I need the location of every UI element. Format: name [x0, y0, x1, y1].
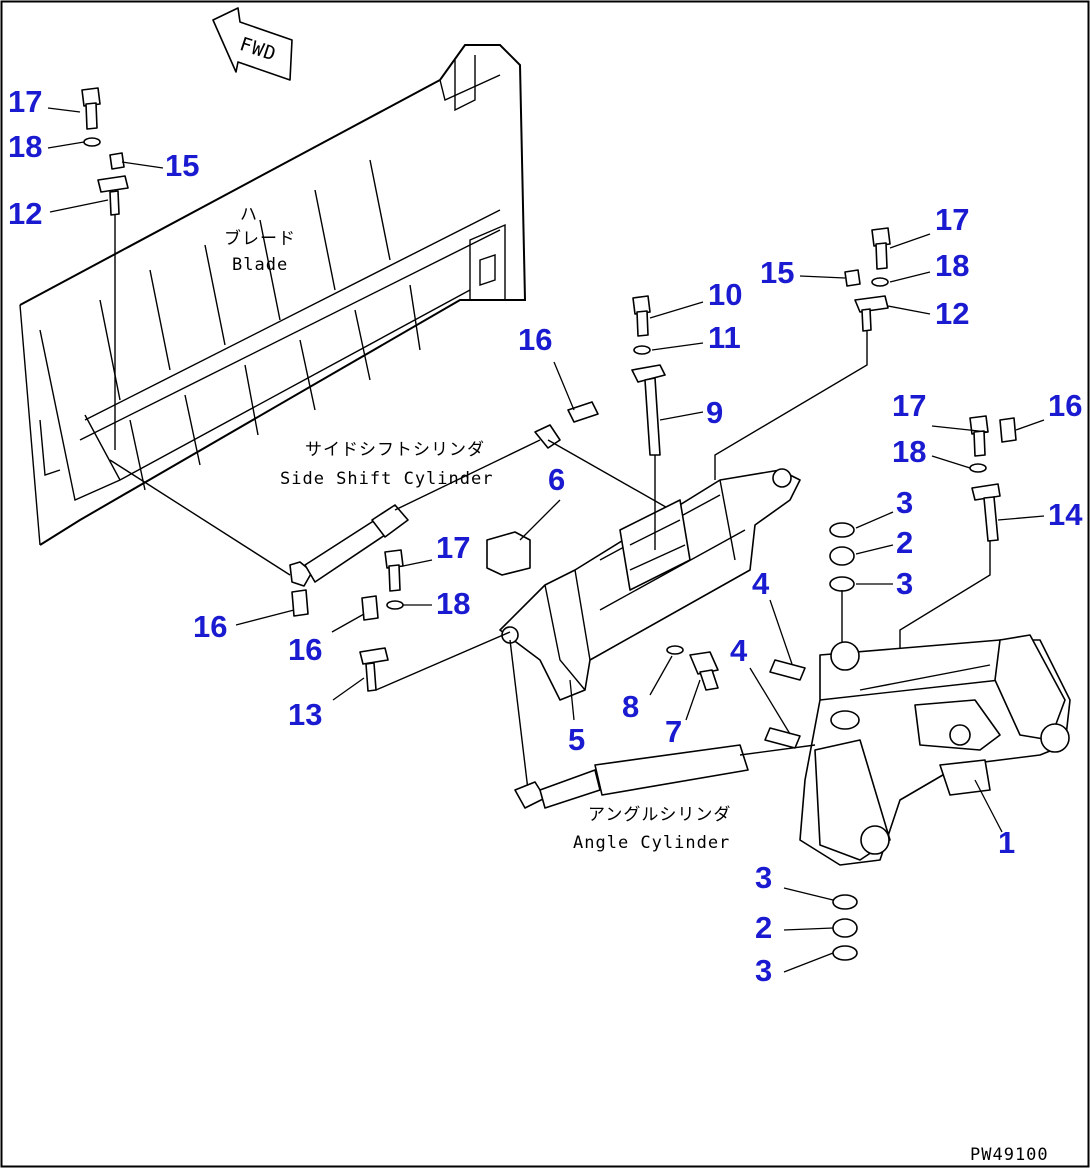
grease-fitting-15-left	[109, 152, 125, 170]
callout-3-upper-b: 3	[896, 566, 913, 601]
callout-7: 7	[665, 714, 682, 749]
grease-fitting-4-a	[769, 659, 806, 681]
bolt-17-left	[81, 87, 101, 130]
grease-fitting-16-top	[567, 401, 599, 423]
side-shift-jp-label: サイドシフトシリンダ	[305, 440, 485, 460]
washer-18-mid-right	[969, 463, 987, 473]
washer-3-upper-b	[829, 576, 855, 592]
callout-18-lower: 18	[436, 586, 470, 621]
blade-jp-line1: ハ	[240, 205, 258, 225]
callout-5: 5	[568, 722, 585, 757]
bolt-7	[689, 651, 719, 691]
callout-6: 6	[548, 462, 565, 497]
callout-2-lower: 2	[755, 910, 772, 945]
blade-en-label: Blade	[232, 255, 288, 275]
blade-jp-line2: ブレード	[224, 228, 296, 249]
angle-cylinder-jp-label: アングルシリンダ	[588, 805, 731, 825]
washer-3-lower-a	[832, 894, 858, 910]
washer-8	[666, 645, 684, 655]
callout-12-top-right: 12	[935, 296, 969, 331]
bolt-17-lower	[384, 549, 404, 592]
callout-14: 14	[1048, 497, 1083, 532]
bolt-17-mid-right	[969, 415, 989, 457]
mounting-bracket-1	[799, 634, 1071, 866]
callout-1: 1	[998, 825, 1015, 860]
callout-3-lower-a: 3	[755, 860, 772, 895]
callout-10: 10	[708, 277, 742, 312]
callout-15-top-left: 15	[165, 148, 199, 183]
side-shift-en-label: Side Shift Cylinder	[280, 469, 493, 489]
blade	[19, 44, 527, 546]
bolt-17-right	[871, 227, 891, 270]
bracket-12-right	[714, 295, 889, 480]
washer-3-upper-a	[829, 522, 855, 538]
callout-2-upper: 2	[896, 525, 913, 560]
blade-caption: ハ ブレード Blade	[224, 205, 296, 275]
pin-9	[631, 364, 666, 550]
grease-fitting-16-lower-b	[291, 589, 309, 617]
fwd-arrow-icon: FWD	[212, 7, 293, 81]
callout-11: 11	[708, 320, 741, 355]
callout-18-top-right: 18	[935, 248, 969, 283]
callout-13: 13	[288, 697, 322, 732]
swing-frame	[499, 468, 801, 701]
washer-11	[633, 345, 651, 355]
washer-18-lower	[386, 600, 404, 610]
washer-3-lower-b	[832, 945, 858, 961]
callout-16-lower-a: 16	[288, 632, 322, 667]
bushing-2-lower	[832, 918, 858, 938]
callout-16-top: 16	[518, 322, 552, 357]
grease-fitting-4-b	[764, 727, 801, 749]
callout-18-mid-right: 18	[892, 434, 926, 469]
side-shift-cylinder: サイドシフトシリンダ Side Shift Cylinder	[109, 424, 716, 587]
grease-fitting-15-right	[844, 269, 861, 287]
callout-15-top-right: 15	[760, 255, 794, 290]
bolt-10	[632, 295, 651, 337]
drawing-code: PW49100	[970, 1145, 1049, 1165]
callout-18-top-left: 18	[8, 129, 42, 164]
grease-fitting-16-right	[999, 417, 1017, 443]
block-6	[486, 531, 531, 576]
callout-4-b: 4	[730, 633, 748, 668]
callout-9: 9	[706, 395, 723, 430]
washer-18-left	[83, 137, 101, 147]
callout-numbers: 17 18 15 12 17 18 15 12 10 11 16 9 17 16…	[8, 84, 1083, 988]
callout-17-mid-right: 17	[892, 388, 926, 423]
callout-8: 8	[622, 689, 639, 724]
bushing-2-upper	[829, 546, 855, 566]
leader-lines	[47, 107, 1045, 973]
angle-cylinder: アングルシリンダ Angle Cylinder	[509, 639, 816, 853]
angle-cylinder-en-label: Angle Cylinder	[573, 833, 730, 853]
washer-18-right	[871, 277, 889, 287]
callout-3-upper-a: 3	[896, 485, 913, 520]
grease-fitting-16-lower-a	[361, 595, 379, 621]
callout-17-top-right: 17	[935, 202, 969, 237]
callout-4-a: 4	[752, 566, 770, 601]
bracket-12-left	[97, 175, 129, 450]
bracket-13	[359, 631, 511, 692]
callout-17-lower: 17	[436, 530, 470, 565]
callout-17-top-left: 17	[8, 84, 42, 119]
callout-3-lower-b: 3	[755, 953, 772, 988]
callout-16-mid-right: 16	[1048, 388, 1082, 423]
callout-12-top-left: 12	[8, 196, 42, 231]
callout-16-lower-b: 16	[193, 609, 227, 644]
